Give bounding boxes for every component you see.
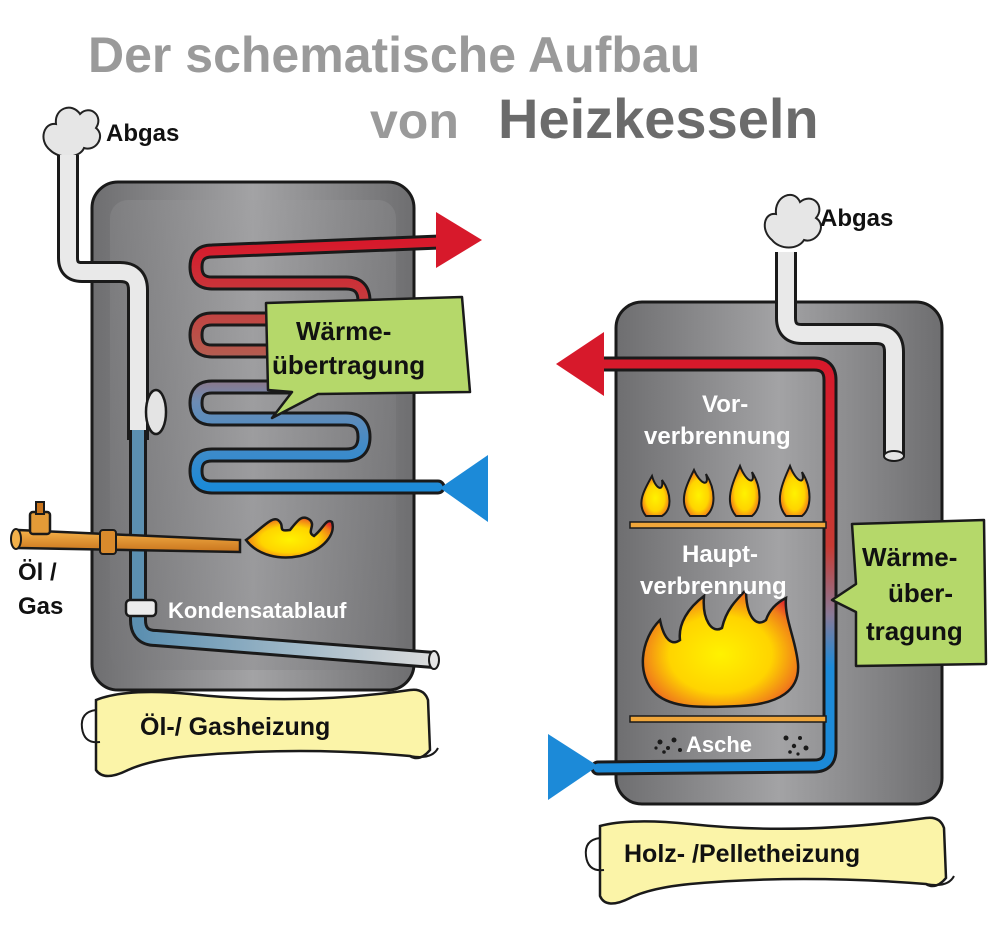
right-heat-transfer-line2: über- bbox=[888, 578, 953, 608]
right-exhaust-label: Abgas bbox=[820, 205, 893, 232]
hot-outlet-arrow-icon bbox=[436, 212, 482, 268]
left-boiler: Abgas Wärme- übertragung bbox=[10, 106, 488, 778]
main-combustion-line2: verbrennung bbox=[640, 573, 787, 600]
main-combustion-flame-icon bbox=[641, 586, 800, 709]
main-combustion-line1: Haupt- bbox=[682, 541, 758, 568]
left-exhaust-label: Abgas bbox=[106, 120, 179, 147]
right-banner: Holz- /Pelletheizung bbox=[584, 816, 955, 905]
exhaust-smoke-icon bbox=[42, 106, 102, 158]
right-heat-transfer-callout: Wärme- über- tragung bbox=[830, 518, 988, 668]
burner-flame-icon bbox=[244, 516, 334, 559]
fuel-label-line1: Öl / bbox=[18, 559, 57, 586]
ash-label: Asche bbox=[686, 732, 752, 757]
ash-icon bbox=[654, 735, 809, 756]
left-heat-transfer-callout: Wärme- übertragung bbox=[264, 295, 472, 420]
fuel-label-line2: Gas bbox=[18, 593, 63, 620]
pre-combustion-flames-icon bbox=[640, 463, 811, 517]
left-heat-transfer-line2: übertragung bbox=[272, 350, 425, 380]
right-boiler: Abgas Vor- verbre bbox=[548, 193, 988, 905]
title-line-1: Der schematische Aufbau bbox=[88, 27, 700, 83]
left-banner: Öl-/ Gasheizung bbox=[80, 688, 439, 778]
cold-inlet-arrow-icon bbox=[548, 734, 598, 800]
pre-combustion-line2: verbrennung bbox=[644, 423, 791, 450]
condensate-label: Kondensatablauf bbox=[168, 598, 347, 623]
hot-outlet-arrow-icon bbox=[556, 332, 604, 396]
title-line-2-prefix: von bbox=[370, 93, 459, 149]
right-heat-transfer-line3: tragung bbox=[866, 616, 963, 646]
exhaust-smoke-icon bbox=[763, 193, 822, 249]
lower-grate bbox=[629, 715, 827, 723]
title-line-2-emphasis: Heizkesseln bbox=[498, 87, 819, 150]
right-banner-label: Holz- /Pelletheizung bbox=[624, 840, 860, 868]
pre-combustion-line1: Vor- bbox=[702, 391, 748, 418]
cold-inlet-arrow-icon bbox=[440, 455, 488, 522]
left-heat-transfer-line1: Wärme- bbox=[296, 316, 391, 346]
right-heat-transfer-line1: Wärme- bbox=[862, 542, 957, 572]
upper-grate bbox=[629, 521, 827, 529]
burner-icon bbox=[10, 501, 242, 555]
left-banner-label: Öl-/ Gasheizung bbox=[140, 712, 330, 741]
